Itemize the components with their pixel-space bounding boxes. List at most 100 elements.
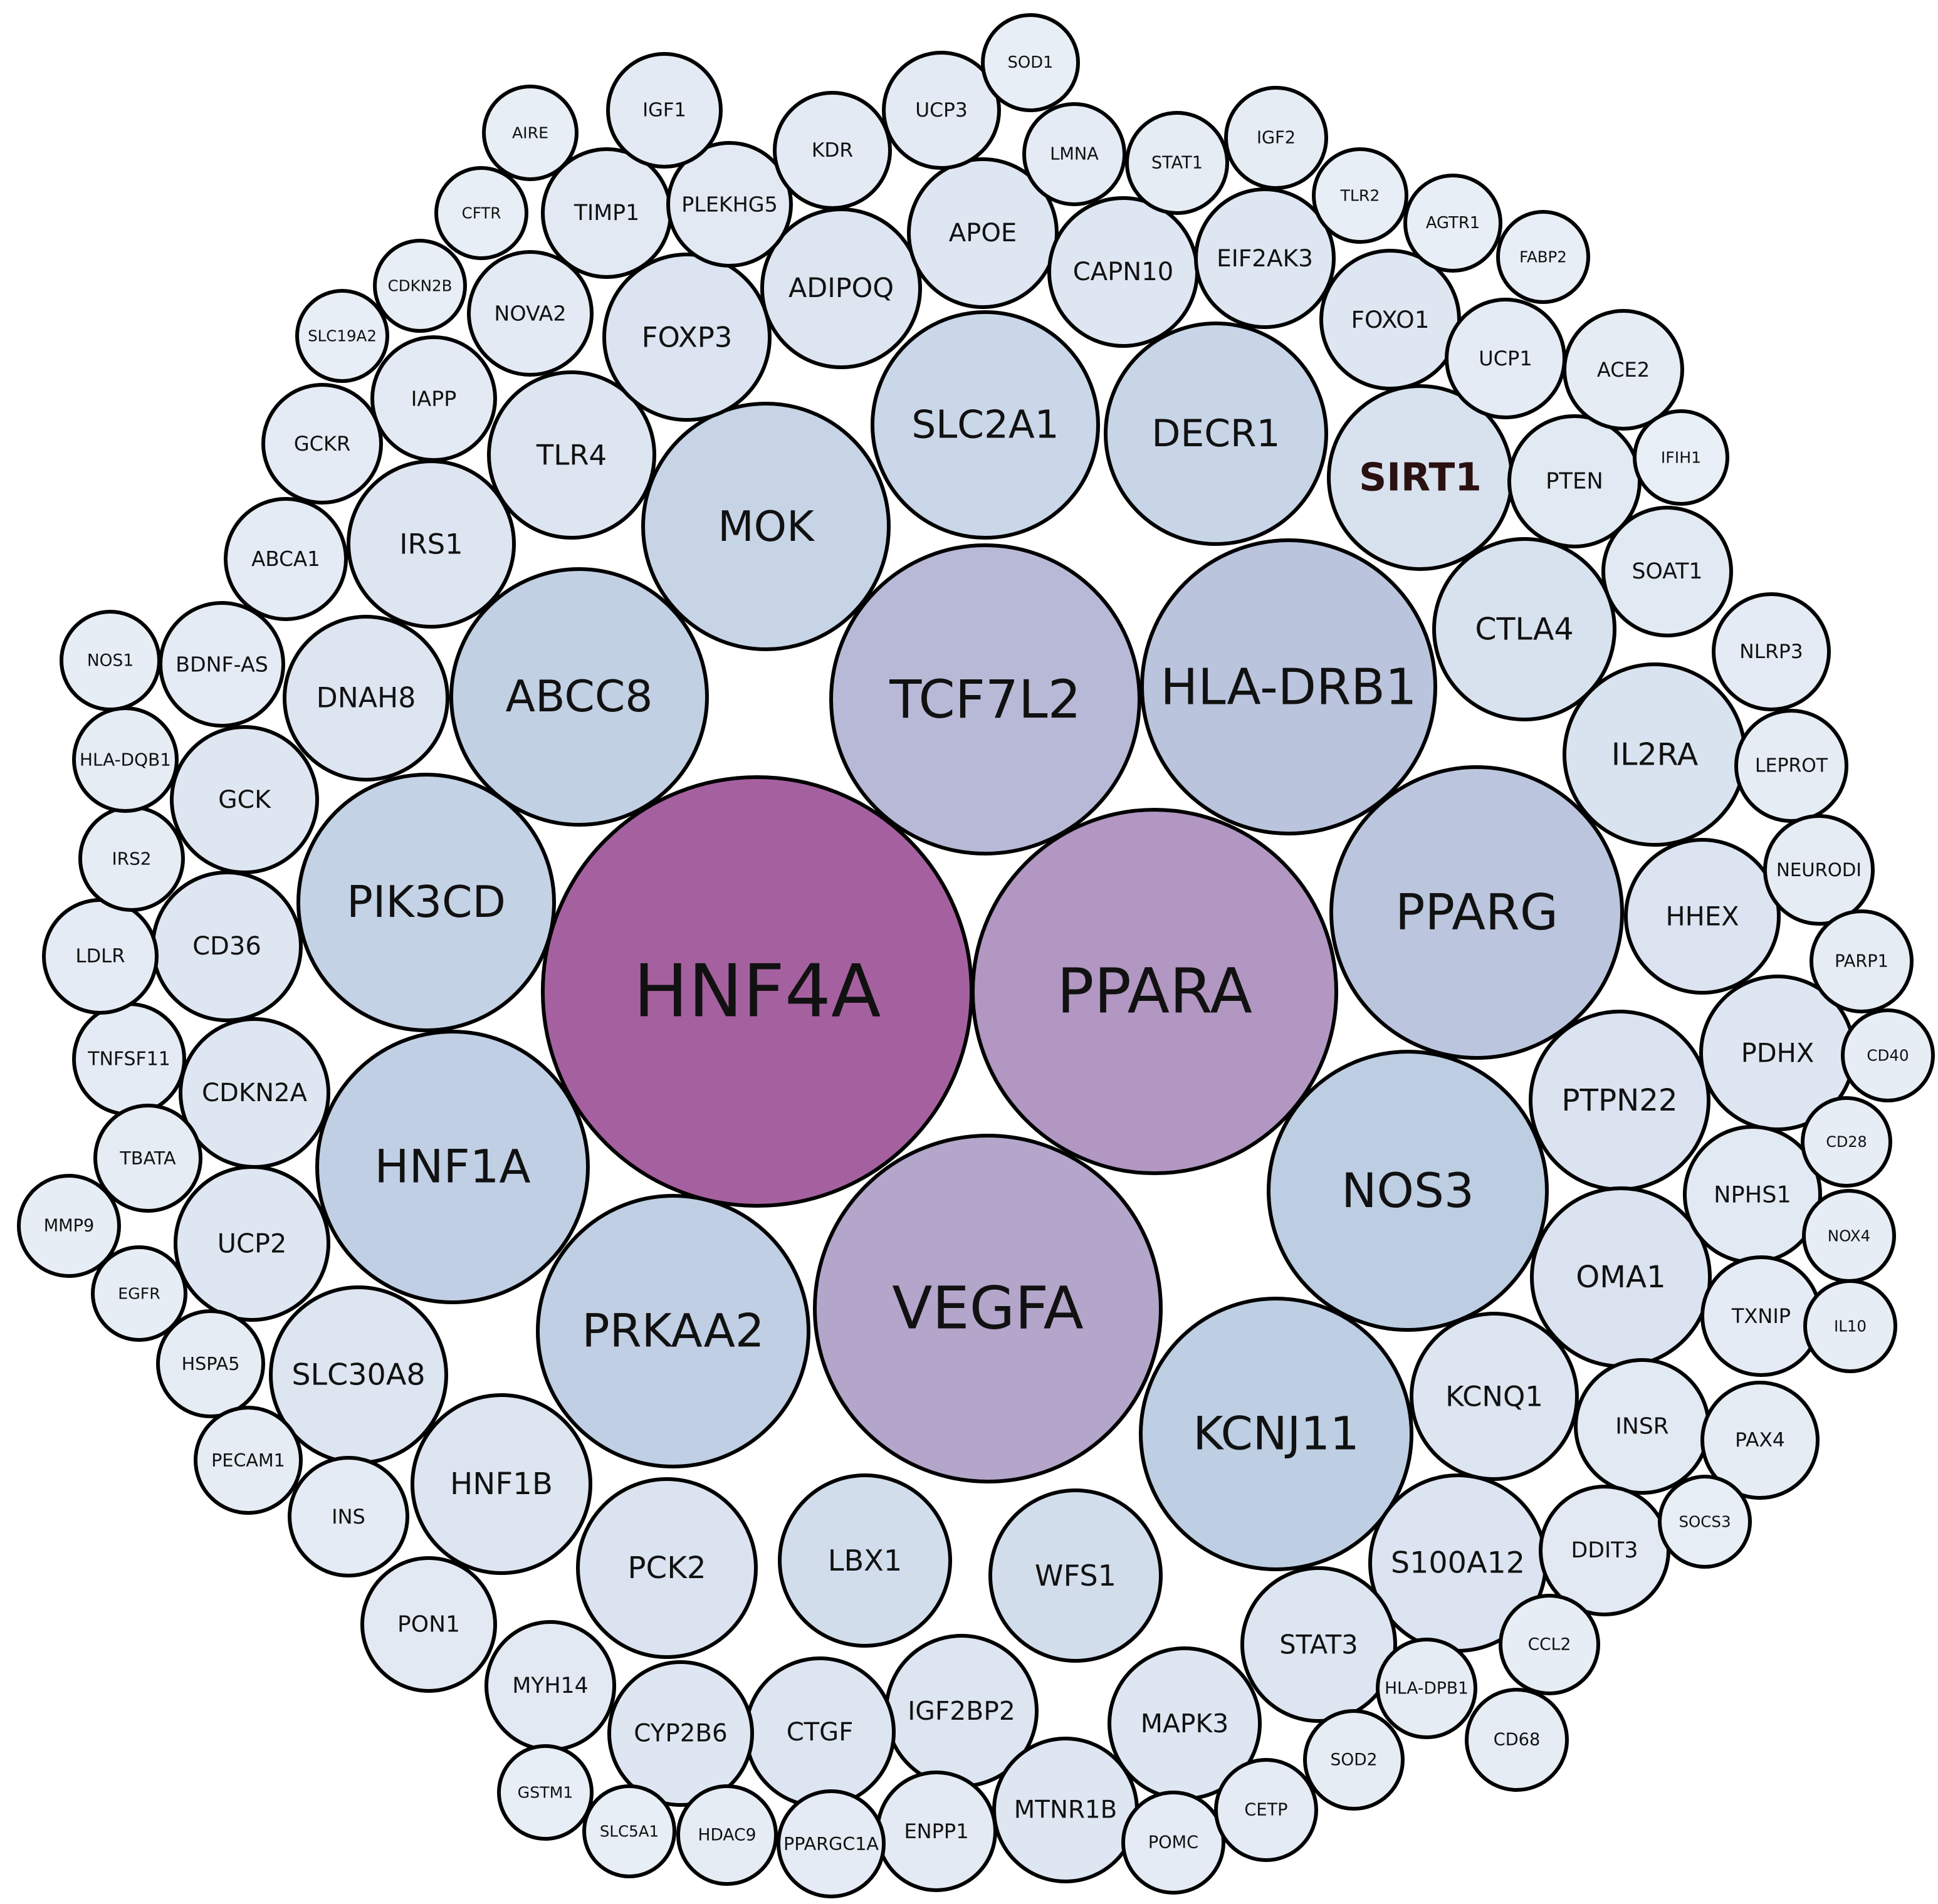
bubble-pik3cd: PIK3CD bbox=[296, 773, 556, 1032]
bubble-circle bbox=[778, 1473, 952, 1648]
bubble-label: IL2RA bbox=[1611, 737, 1699, 773]
bubble-label: IGF2BP2 bbox=[908, 1696, 1015, 1726]
bubble-insr: INSR bbox=[1574, 1358, 1710, 1495]
bubble-label: TNFSF11 bbox=[87, 1049, 170, 1070]
bubble-nova2: NOVA2 bbox=[467, 250, 594, 377]
bubble-label: NPHS1 bbox=[1714, 1181, 1791, 1208]
bubble-ddit3: DDIT3 bbox=[1539, 1485, 1670, 1616]
bubble-label: KCNJ11 bbox=[1193, 1408, 1359, 1461]
bubble-label: CYP2B6 bbox=[634, 1720, 728, 1748]
bubble-label: HNF4A bbox=[634, 949, 881, 1034]
bubble-hnf4a: HNF4A bbox=[541, 775, 973, 1208]
bubble-pdhx: PDHX bbox=[1699, 975, 1856, 1131]
bubble-label: ABCC8 bbox=[506, 672, 653, 722]
bubble-label: IAPP bbox=[411, 387, 457, 411]
bubble-cyp2b6: CYP2B6 bbox=[607, 1660, 754, 1807]
bubble-label: SOD1 bbox=[1008, 53, 1054, 72]
bubble-ptpn22: PTPN22 bbox=[1529, 1010, 1710, 1191]
bubble-prkaa2: PRKAA2 bbox=[536, 1194, 810, 1468]
bubble-iapp: IAPP bbox=[370, 335, 497, 462]
bubble-label: PRKAA2 bbox=[582, 1305, 764, 1358]
bubble-plekhg5: PLEKHG5 bbox=[666, 141, 793, 268]
bubble-hla-dqb1: HLA-DQB1 bbox=[72, 706, 179, 813]
bubble-label: IGF2 bbox=[1257, 128, 1296, 148]
bubble-slc5a1: SLC5A1 bbox=[582, 1784, 676, 1878]
bubble-label: POMC bbox=[1148, 1833, 1198, 1853]
bubble-soat1: SOAT1 bbox=[1601, 506, 1733, 637]
bubble-circle bbox=[1403, 174, 1502, 273]
bubble-label: CD68 bbox=[1494, 1730, 1541, 1750]
bubble-label: PTPN22 bbox=[1561, 1083, 1677, 1118]
bubble-adipoq: ADIPOQ bbox=[760, 207, 922, 369]
bubble-hnf1b: HNF1B bbox=[411, 1393, 592, 1575]
bubble-circle bbox=[170, 725, 319, 874]
bubble-nos1: NOS1 bbox=[60, 610, 161, 711]
bubble-label: PAX4 bbox=[1735, 1429, 1785, 1452]
bubble-hla-drb1: HLA-DRB1 bbox=[1140, 538, 1437, 835]
bubble-sod1: SOD1 bbox=[981, 13, 1080, 112]
bubble-circle bbox=[1563, 309, 1684, 431]
bubble-label: LBX1 bbox=[828, 1544, 902, 1577]
bubble-circle bbox=[606, 52, 723, 169]
bubble-circle bbox=[641, 402, 891, 651]
bubble-circle bbox=[1601, 506, 1733, 637]
bubble-circle bbox=[370, 335, 497, 462]
bubble-label: TXNIP bbox=[1731, 1304, 1791, 1328]
bubble-label: BDNF-AS bbox=[175, 652, 268, 677]
bubble-label: HNF1A bbox=[374, 1141, 530, 1194]
bubble-ctgf: CTGF bbox=[744, 1656, 896, 1808]
bubble-circle bbox=[829, 543, 1141, 855]
bubble-agtr1: AGTR1 bbox=[1403, 174, 1502, 273]
bubble-label: SOAT1 bbox=[1632, 559, 1702, 584]
bubble-circle bbox=[315, 1030, 590, 1304]
bubble-label: HLA-DQB1 bbox=[80, 750, 171, 770]
bubble-circle bbox=[536, 1194, 810, 1468]
bubble-parp1: PARP1 bbox=[1810, 909, 1914, 1013]
bubble-eif2ak3: EIF2AK3 bbox=[1194, 187, 1336, 329]
bubble-hhex: HHEX bbox=[1624, 838, 1781, 995]
bubble-circle bbox=[434, 166, 528, 260]
bubble-igf1: IGF1 bbox=[606, 52, 723, 169]
bubble-label: NLRP3 bbox=[1739, 641, 1803, 663]
bubble-label: SLC30A8 bbox=[291, 1358, 425, 1393]
bubble-label: WFS1 bbox=[1035, 1559, 1116, 1593]
bubble-abca1: ABCA1 bbox=[224, 497, 348, 621]
bubble-circle bbox=[1496, 210, 1590, 304]
bubble-kcnq1: KCNQ1 bbox=[1410, 1312, 1579, 1481]
bubble-foxo1: FOXO1 bbox=[1319, 249, 1461, 390]
bubble-igf2: IGF2 bbox=[1224, 86, 1328, 190]
bubble-label: CD28 bbox=[1826, 1133, 1867, 1151]
bubble-label: PIK3CD bbox=[347, 877, 506, 928]
bubble-cd36: CD36 bbox=[151, 871, 303, 1022]
bubble-circle bbox=[467, 250, 594, 377]
bubble-circle bbox=[981, 13, 1080, 112]
bubble-label: DECR1 bbox=[1151, 412, 1280, 456]
bubble-label: ADIPOQ bbox=[788, 273, 894, 304]
bubble-circle bbox=[1139, 1297, 1413, 1571]
bubble-label: HLA-DRB1 bbox=[1160, 658, 1417, 716]
bubble-label: CCL2 bbox=[1528, 1635, 1571, 1655]
bubble-nox4: NOX4 bbox=[1802, 1189, 1896, 1283]
bubble-circle bbox=[296, 773, 556, 1032]
bubble-circle bbox=[907, 157, 1059, 309]
bubble-leprot: LEPROT bbox=[1734, 709, 1848, 823]
bubble-pparg: PPARG bbox=[1329, 765, 1624, 1060]
bubble-irs2: IRS2 bbox=[78, 805, 185, 912]
bubble-circle bbox=[676, 1784, 778, 1886]
bubble-label: UCP1 bbox=[1479, 347, 1532, 370]
bubble-sod2: SOD2 bbox=[1303, 1709, 1405, 1811]
bubble-txnip: TXNIP bbox=[1700, 1255, 1822, 1377]
bubble-label: CAPN10 bbox=[1073, 258, 1174, 286]
bubble-myh14: MYH14 bbox=[484, 1620, 616, 1752]
bubble-stat3: STAT3 bbox=[1240, 1566, 1397, 1723]
bubble-label: GCK bbox=[218, 785, 271, 814]
bubble-label: CD36 bbox=[192, 932, 261, 961]
bubble-label: MAPK3 bbox=[1141, 1708, 1228, 1739]
bubble-enpp1: ENPP1 bbox=[876, 1771, 997, 1892]
bubble-gck: GCK bbox=[170, 725, 319, 874]
bubble-circle bbox=[1700, 1381, 1820, 1500]
bubble-circle bbox=[607, 1660, 754, 1807]
bubble-nphs1: NPHS1 bbox=[1683, 1125, 1822, 1264]
bubble-tlr4: TLR4 bbox=[487, 370, 656, 540]
bubble-ucp2: UCP2 bbox=[174, 1165, 330, 1322]
